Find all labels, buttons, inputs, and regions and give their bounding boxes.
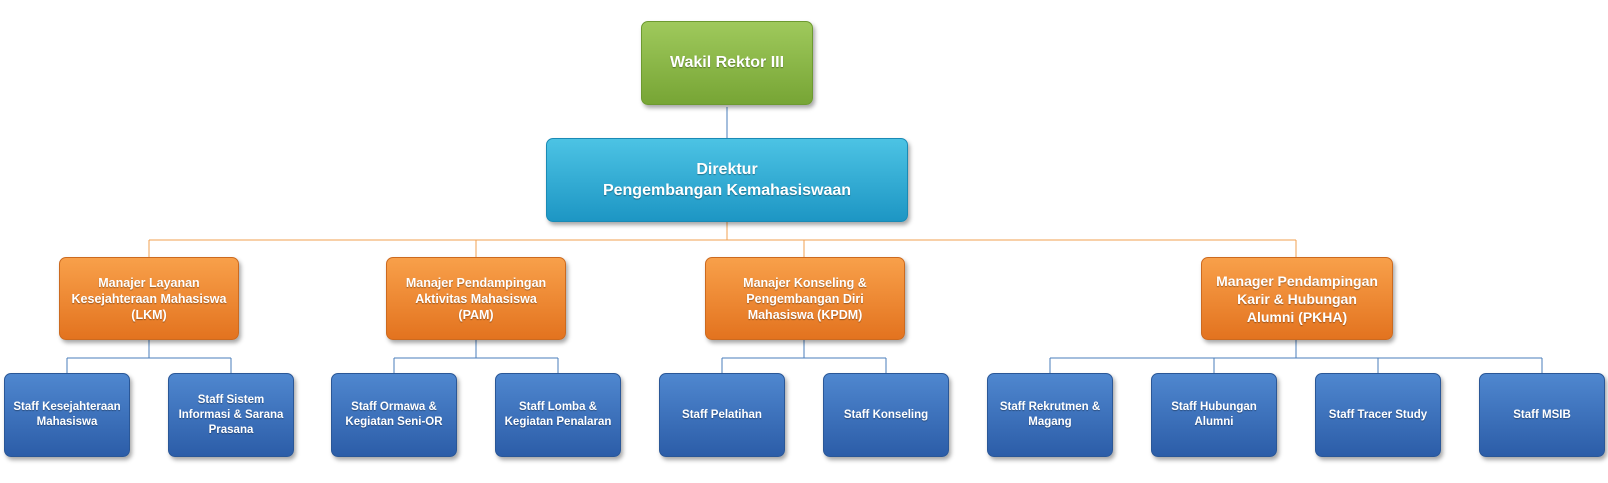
node-staff-pelatihan: Staff Pelatihan (659, 373, 785, 457)
node-direktur: Direktur Pengembangan Kemahasiswaan (546, 138, 908, 222)
node-staff-msib: Staff MSIB (1479, 373, 1605, 457)
node-staff-konseling: Staff Konseling (823, 373, 949, 457)
node-staff-ormawa: Staff Ormawa & Kegiatan Seni-OR (331, 373, 457, 457)
node-staff-kesejahteraan: Staff Kesejahteraan Mahasiswa (4, 373, 130, 457)
node-manager-pam: Manajer Pendampingan Aktivitas Mahasiswa… (386, 257, 566, 340)
node-staff-rekrutmen: Staff Rekrutmen & Magang (987, 373, 1113, 457)
node-manager-lkm: Manajer Layanan Kesejahteraan Mahasiswa … (59, 257, 239, 340)
node-staff-tracer-study: Staff Tracer Study (1315, 373, 1441, 457)
node-staff-sistem-informasi: Staff Sistem Informasi & Sarana Prasana (168, 373, 294, 457)
node-manager-pkha: Manager Pendampingan Karir & Hubungan Al… (1201, 257, 1393, 340)
node-staff-lomba: Staff Lomba & Kegiatan Penalaran (495, 373, 621, 457)
node-wakil-rektor: Wakil Rektor III (641, 21, 813, 105)
node-staff-hubungan-alumni: Staff Hubungan Alumni (1151, 373, 1277, 457)
node-manager-kpdm: Manajer Konseling & Pengembangan Diri Ma… (705, 257, 905, 340)
